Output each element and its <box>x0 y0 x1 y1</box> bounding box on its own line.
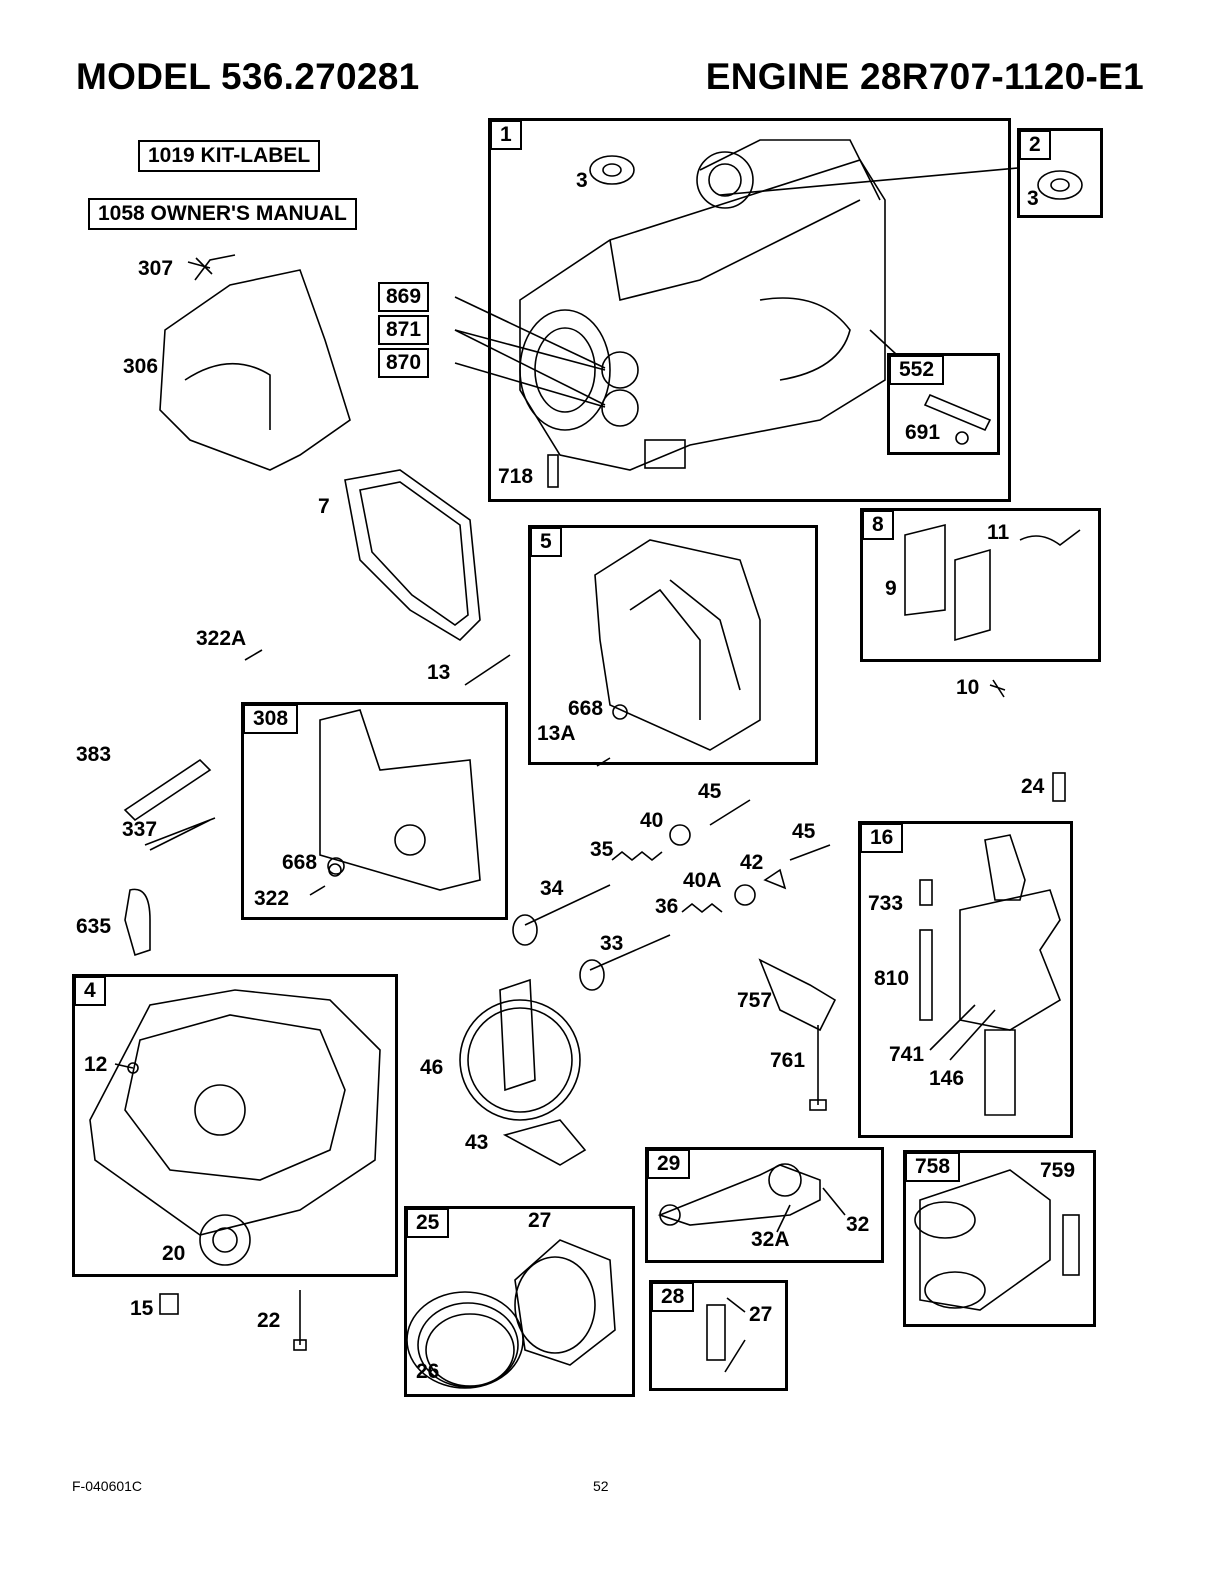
box-28-number: 28 <box>651 1282 695 1312</box>
box-5-number: 5 <box>530 527 562 557</box>
callout-733: 733 <box>868 892 904 915</box>
box-4: 4 <box>72 974 398 1277</box>
callout-759: 759 <box>1040 1159 1076 1182</box>
box-308-number: 308 <box>243 704 299 734</box>
callout-337: 337 <box>122 818 158 841</box>
callout-870: 870 <box>378 348 430 378</box>
callout-32a: 32A <box>751 1228 790 1251</box>
box-758: 758 <box>903 1150 1096 1327</box>
box-5: 5 <box>528 525 818 765</box>
page-number: 52 <box>593 1478 609 1494</box>
callout-20: 20 <box>162 1242 186 1265</box>
engine-title: ENGINE 28R707-1120-E1 <box>705 56 1144 97</box>
callout-26: 26 <box>416 1360 440 1383</box>
box-308: 308 <box>241 702 508 920</box>
callout-13: 13 <box>427 661 451 684</box>
box-552: 552 <box>887 353 1000 455</box>
callout-668-shield: 668 <box>282 851 318 874</box>
box-758-number: 758 <box>905 1152 961 1182</box>
callout-34: 34 <box>540 877 564 900</box>
box-16-number: 16 <box>860 823 904 853</box>
callout-33: 33 <box>600 932 624 955</box>
box-2: 2 <box>1017 128 1103 218</box>
document-code: F-040601C <box>72 1478 143 1494</box>
callout-45-upper: 45 <box>698 780 722 803</box>
callout-810: 810 <box>874 967 910 990</box>
box-8-number: 8 <box>862 510 894 540</box>
callout-40a: 40A <box>683 869 722 892</box>
callout-42: 42 <box>740 851 764 874</box>
callout-635: 635 <box>76 915 112 938</box>
callout-869: 869 <box>378 282 430 312</box>
callout-40: 40 <box>640 809 664 832</box>
callout-32: 32 <box>846 1213 870 1236</box>
callout-13a: 13A <box>537 722 576 745</box>
callout-27-pin: 27 <box>749 1303 773 1326</box>
callout-307: 307 <box>138 257 174 280</box>
callout-691: 691 <box>905 421 941 444</box>
callout-383: 383 <box>76 743 112 766</box>
callout-718: 718 <box>498 465 534 488</box>
callout-22: 22 <box>257 1309 281 1332</box>
callout-9: 9 <box>885 577 897 600</box>
callout-45-lower: 45 <box>792 820 816 843</box>
box-29-number: 29 <box>647 1149 691 1179</box>
box-552-number: 552 <box>889 355 945 385</box>
box-25-number: 25 <box>406 1208 450 1238</box>
callout-46: 46 <box>420 1056 444 1079</box>
callout-15: 15 <box>130 1297 154 1320</box>
owners-manual-tag: 1058 OWNER'S MANUAL <box>88 198 357 230</box>
callout-306: 306 <box>123 355 159 378</box>
box-25: 25 <box>404 1206 635 1397</box>
callout-7: 7 <box>318 495 330 518</box>
callout-871: 871 <box>378 315 430 345</box>
kit-label-tag: 1019 KIT-LABEL <box>138 140 321 172</box>
callout-146: 146 <box>929 1067 965 1090</box>
callout-35: 35 <box>590 838 614 861</box>
callout-761: 761 <box>770 1049 806 1072</box>
model-title: MODEL 536.270281 <box>76 56 420 97</box>
box-2-number: 2 <box>1019 130 1051 160</box>
callout-322a: 322A <box>196 627 247 650</box>
callout-10: 10 <box>956 676 980 699</box>
callout-27-piston: 27 <box>528 1209 552 1232</box>
callout-668-head: 668 <box>568 697 604 720</box>
box-4-number: 4 <box>74 976 106 1006</box>
callout-741: 741 <box>889 1043 925 1066</box>
callout-11: 11 <box>987 521 1010 544</box>
callout-757: 757 <box>737 989 773 1012</box>
box-28: 28 <box>649 1280 788 1391</box>
box-16: 16 <box>858 821 1073 1138</box>
box-8: 8 <box>860 508 1101 662</box>
callout-12: 12 <box>84 1053 108 1076</box>
callout-24: 24 <box>1021 775 1045 798</box>
callout-43: 43 <box>465 1131 489 1154</box>
callout-36: 36 <box>655 895 679 918</box>
callout-3-box2: 3 <box>1027 187 1039 210</box>
callout-3-block: 3 <box>576 169 588 192</box>
callout-322: 322 <box>254 887 290 910</box>
box-1-number: 1 <box>490 120 522 150</box>
